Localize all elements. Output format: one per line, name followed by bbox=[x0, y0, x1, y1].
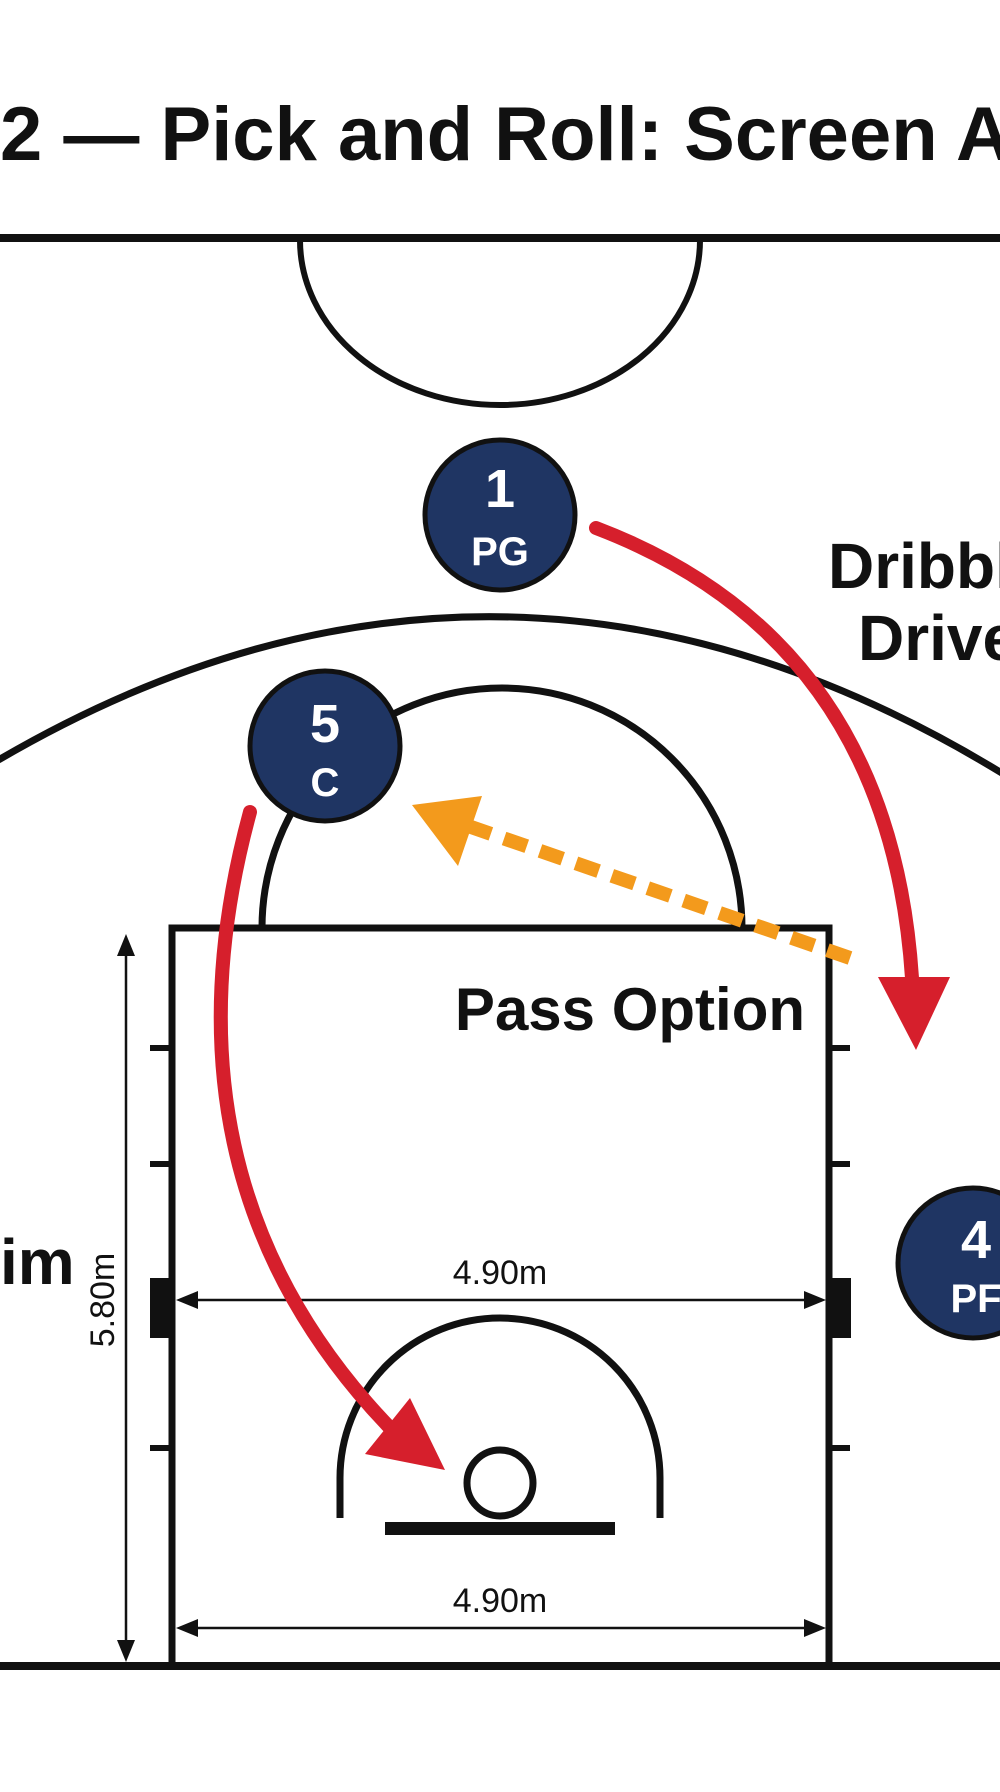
dimension-arrow-top bbox=[117, 934, 135, 956]
player-4-position: PF bbox=[950, 1277, 1000, 1321]
player-4-number: 4 bbox=[961, 1210, 991, 1270]
roll-to-rim-arrow bbox=[213, 805, 399, 1437]
player-5-position: C bbox=[311, 761, 340, 805]
dimension-arrow-lower-right bbox=[804, 1619, 826, 1637]
lane-block-left bbox=[150, 1278, 172, 1338]
dribble-drive-arrowhead bbox=[878, 977, 950, 1050]
dimension-arrow-upper-left bbox=[176, 1291, 198, 1309]
dimension-arrow-lower-left bbox=[176, 1619, 198, 1637]
player-1-position: PG bbox=[471, 530, 529, 574]
lane-width-lower-label: 4.90m bbox=[453, 1582, 548, 1620]
player-5-number: 5 bbox=[310, 694, 340, 754]
player-4-power-forward[interactable]: 4 PF bbox=[895, 1185, 1000, 1341]
dimension-arrow-upper-right bbox=[804, 1291, 826, 1309]
pass-option-arrowhead bbox=[412, 796, 482, 866]
dribble-drive-arrow bbox=[589, 521, 919, 985]
pass-option-line bbox=[465, 819, 853, 965]
roll-to-rim-arrowhead bbox=[365, 1398, 445, 1470]
three-point-arc bbox=[0, 613, 1000, 777]
restricted-area-arc bbox=[336, 1314, 664, 1518]
lane-length-label: 5.80m bbox=[84, 1253, 122, 1348]
dribble-label: Dribbl bbox=[828, 530, 1000, 602]
player-1-number: 1 bbox=[485, 459, 515, 519]
drive-label: Drive bbox=[858, 602, 1000, 674]
player-4-token bbox=[895, 1185, 1000, 1341]
rim bbox=[463, 1446, 537, 1520]
player-5-center[interactable]: 5 C bbox=[247, 668, 403, 824]
player-1-point-guard[interactable]: 1 PG bbox=[422, 437, 578, 593]
lane-width-upper-label: 4.90m bbox=[453, 1254, 548, 1292]
diagram-title: 2 — Pick and Roll: Screen Actio bbox=[0, 92, 1000, 177]
dimension-arrow-bottom bbox=[117, 1640, 135, 1662]
player-5-token bbox=[247, 668, 403, 824]
free-throw-circle bbox=[258, 684, 746, 929]
roll-to-rim-label: im bbox=[0, 1226, 75, 1298]
lane-block-right bbox=[829, 1278, 851, 1338]
pass-option-label: Pass Option bbox=[455, 976, 805, 1043]
backboard bbox=[385, 1522, 615, 1535]
player-1-token bbox=[422, 437, 578, 593]
center-circle bbox=[297, 239, 703, 408]
